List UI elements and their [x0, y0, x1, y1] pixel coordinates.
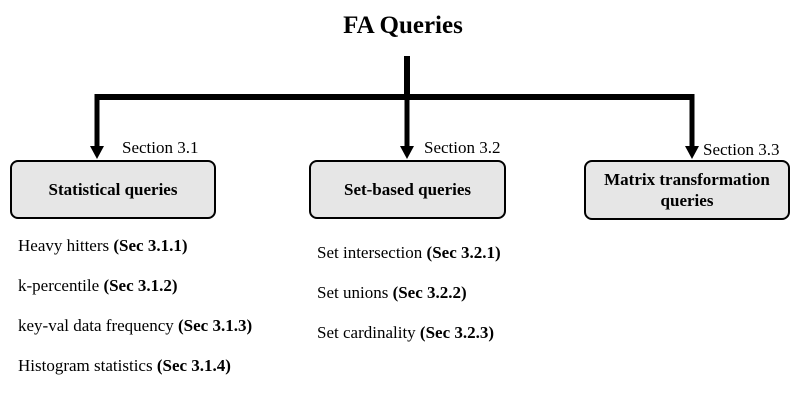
box-matrix-line-2: queries [660, 191, 714, 210]
box-set-based-queries-label: Set-based queries [343, 180, 472, 199]
statistical-queries-list: Heavy hitters (Sec 3.1.1) k-percentile (… [18, 237, 252, 397]
item-ref: (Sec 3.2.3) [419, 323, 495, 342]
item-text: Heavy hitters [18, 236, 110, 255]
item-ref: (Sec 3.2.1) [426, 243, 501, 262]
box-matrix-transformation-queries: Matrix transformation queries [584, 160, 790, 220]
item-ref: (Sec 3.1.2) [103, 276, 178, 295]
item-text: Histogram statistics [18, 356, 153, 375]
box-statistical-queries-label: Statistical queries [48, 180, 178, 199]
section-label-3-1: Section 3.1 [122, 138, 199, 157]
list-item-key-val-data-frequency: key-val data frequency (Sec 3.1.3) [18, 317, 252, 335]
list-item-set-cardinality: Set cardinality (Sec 3.2.3) [317, 324, 501, 342]
arrowhead-section-3-3 [685, 146, 699, 159]
box-matrix-line-1: Matrix transformation [604, 170, 770, 189]
list-item-set-intersection: Set intersection (Sec 3.2.1) [317, 244, 501, 262]
diagram-title: FA Queries [343, 12, 463, 39]
section-label-3-3: Section 3.3 [703, 140, 780, 159]
section-label-3-2: Section 3.2 [424, 138, 501, 157]
item-text: Set unions [317, 283, 389, 302]
list-item-set-unions: Set unions (Sec 3.2.2) [317, 284, 501, 302]
list-item-histogram-statistics: Histogram statistics (Sec 3.1.4) [18, 357, 252, 375]
item-text: Set cardinality [317, 323, 416, 342]
box-statistical-queries: Statistical queries [10, 160, 216, 219]
box-matrix-transformation-queries-label: Matrix transformation queries [604, 169, 770, 211]
item-ref: (Sec 3.1.3) [178, 316, 253, 335]
set-based-queries-list: Set intersection (Sec 3.2.1) Set unions … [317, 244, 501, 364]
arrowhead-section-3-2 [400, 146, 414, 159]
box-set-based-queries: Set-based queries [309, 160, 506, 219]
list-item-heavy-hitters: Heavy hitters (Sec 3.1.1) [18, 237, 252, 255]
item-text: Set intersection [317, 243, 423, 262]
item-ref: (Sec 3.1.4) [156, 356, 231, 375]
item-text: k-percentile [18, 276, 100, 295]
item-ref: (Sec 3.2.2) [392, 283, 467, 302]
list-item-k-percentile: k-percentile (Sec 3.1.2) [18, 277, 252, 295]
item-text: key-val data frequency [18, 316, 174, 335]
item-ref: (Sec 3.1.1) [113, 236, 188, 255]
arrowhead-section-3-1 [90, 146, 104, 159]
